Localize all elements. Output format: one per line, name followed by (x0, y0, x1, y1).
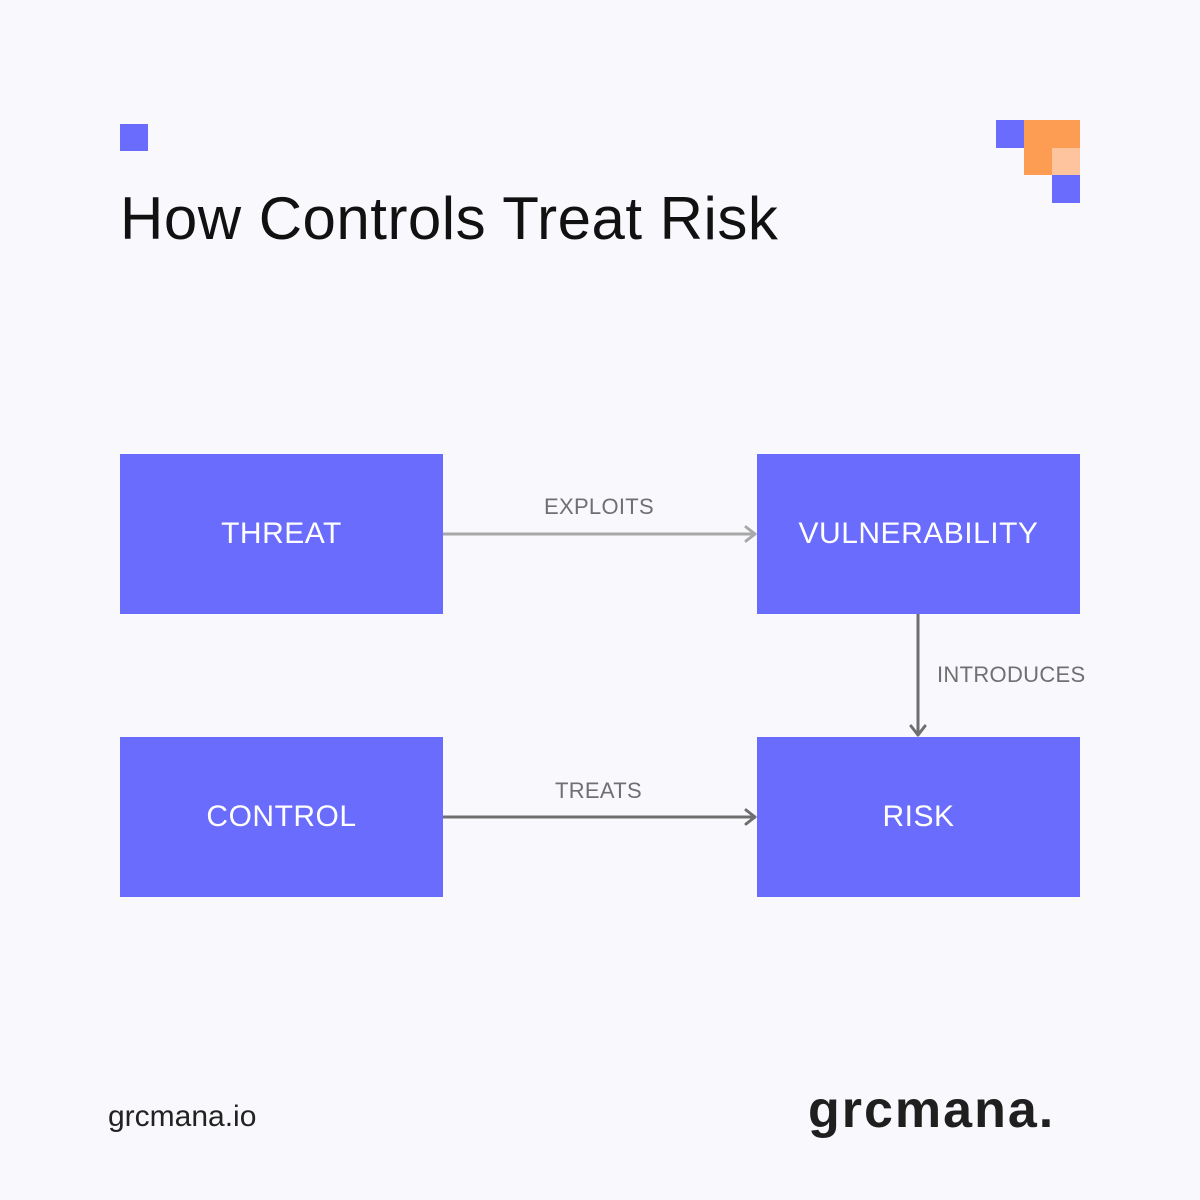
node-risk-label: RISK (882, 800, 955, 833)
node-vulnerability-label: VULNERABILITY (798, 517, 1039, 550)
decor-square-orange-mid (1024, 148, 1052, 175)
edge-label-exploits: EXPLOITS (544, 494, 654, 519)
edge-treats-arrow (441, 808, 757, 826)
edge-label-treats: TREATS (555, 778, 642, 803)
node-control: CONTROL (120, 737, 443, 897)
decor-square-left (120, 124, 148, 151)
decor-square-blue-bottom (1052, 175, 1080, 203)
node-threat: THREAT (120, 454, 443, 614)
decor-square-orange-top (1024, 120, 1080, 148)
brand-logo-text: grcmana. (808, 1081, 1056, 1139)
decor-square-blue-top (996, 120, 1024, 148)
edge-label-introduces: INTRODUCES (937, 662, 1086, 687)
decor-square-peach (1052, 148, 1080, 175)
decor-pixel-cluster (996, 120, 1080, 203)
node-control-label: CONTROL (206, 800, 357, 833)
edge-exploits-arrow (441, 525, 757, 543)
footer-url: grcmana.io (108, 1100, 257, 1133)
edge-introduces-arrow (909, 612, 927, 737)
page-title: How Controls Treat Risk (120, 185, 779, 252)
node-risk: RISK (757, 737, 1080, 897)
node-vulnerability: VULNERABILITY (757, 454, 1080, 614)
node-threat-label: THREAT (221, 517, 342, 550)
